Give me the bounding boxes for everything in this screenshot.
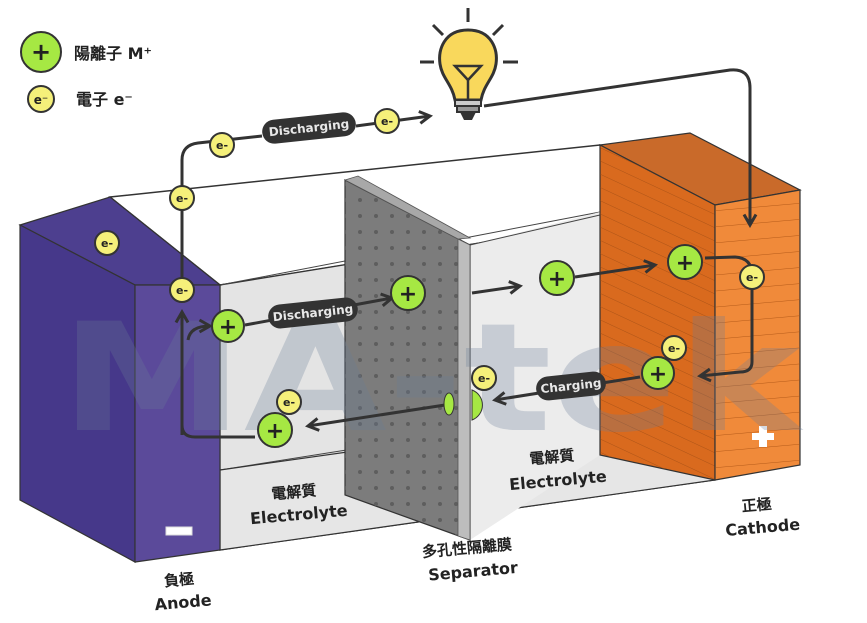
cathode-label-en: Cathode (725, 515, 801, 540)
electron-particle: e- (209, 132, 235, 158)
cation-particle: + (257, 412, 293, 448)
cathode-label: 正極 Cathode (725, 495, 801, 540)
electron-circle-icon: e⁻ (27, 85, 55, 113)
light-bulb-icon (420, 8, 518, 120)
charging-pill-label: Charging (540, 376, 602, 396)
plus-glyph: + (219, 315, 237, 340)
electrolyte-right-region (470, 212, 600, 540)
cation-particle: + (539, 260, 575, 296)
plus-glyph: + (399, 282, 417, 307)
cation-particle: + (211, 309, 245, 343)
electron-glyph: e- (478, 372, 490, 385)
electron-particle: e- (374, 108, 400, 134)
legend-cation-label: 陽離子 M⁺ (74, 44, 152, 63)
charge-arrow-left (305, 403, 446, 432)
particles: ++++++e-e-e-e-e-e-e-e-e- (94, 108, 765, 448)
legend-cation: + 陽離子 M⁺ (20, 31, 152, 73)
electron-glyph: e⁻ (34, 93, 48, 107)
electron-particle: e- (94, 230, 120, 256)
circuit-wire-left (180, 134, 263, 290)
external-circuit: Discharging (180, 8, 758, 290)
cation-particle: + (667, 244, 703, 280)
plus-glyph: + (649, 362, 667, 387)
electron-particle: e- (471, 365, 497, 391)
electron-glyph: e- (176, 192, 188, 205)
anode-label-en: Anode (154, 590, 213, 614)
electrolyte-left-label-zh: 電解質 (271, 481, 317, 503)
separator (343, 175, 472, 541)
legend-electron: e⁻ 電子 e⁻ (27, 85, 133, 113)
electron-particle: e- (739, 264, 765, 290)
anode-curve-arrow (186, 318, 214, 341)
cathode-label-zh: 正極 (741, 495, 772, 516)
cation-particle-partial (443, 392, 455, 416)
discharging-pill-top: Discharging (262, 112, 356, 144)
minus-terminal-icon (165, 526, 193, 536)
anode-label-zh: 負極 (163, 570, 194, 591)
plus-glyph: + (266, 419, 284, 444)
battery-cell (18, 132, 802, 564)
watermark: MA-tek (60, 292, 804, 466)
electron-glyph: e- (176, 284, 188, 297)
discharge-arrow-mid (471, 280, 523, 295)
separator-label-zh: 多孔性隔離膜 (421, 535, 512, 561)
guide-line (469, 214, 601, 246)
charging-pill: Charging (536, 371, 606, 401)
electron-glyph: e- (668, 342, 680, 355)
cathode (598, 132, 802, 481)
electron-glyph: e- (216, 139, 228, 152)
electron-glyph: e- (381, 115, 393, 128)
separator-label-en: Separator (427, 558, 518, 585)
plus-glyph: + (676, 251, 694, 276)
cation-particle: + (390, 275, 426, 311)
cathode-loop (696, 255, 754, 383)
legend-electron-label: 電子 e⁻ (76, 90, 133, 109)
circuit-wire-right (483, 68, 758, 229)
anode-loop-bottom (180, 424, 255, 439)
electron-particle: e- (169, 277, 195, 303)
plus-glyph: + (548, 267, 566, 292)
legend: + 陽離子 M⁺ e⁻ 電子 e⁻ (20, 31, 152, 113)
electron-particle: e- (276, 389, 302, 415)
cation-particle: + (641, 356, 675, 390)
discharge-arrow-right (574, 259, 658, 279)
electrolyte-right-label-zh: 電解質 (529, 446, 575, 468)
electron-glyph: e- (746, 271, 758, 284)
separator-label: 多孔性隔離膜 Separator (421, 535, 518, 585)
ion-flows: Discharging Charging (174, 255, 754, 439)
electron-glyph: e- (283, 396, 295, 409)
electron-particle: e- (661, 335, 687, 361)
electron-particle: e- (169, 185, 195, 211)
anode-label: 負極 Anode (154, 570, 213, 614)
discharging-pill-inner: Discharging (268, 297, 358, 329)
plus-terminal-icon (752, 426, 774, 447)
plus-glyph: + (31, 38, 51, 66)
electron-glyph: e- (101, 237, 113, 250)
plus-circle-icon: + (20, 31, 62, 73)
cation-particle-partial (471, 389, 483, 421)
